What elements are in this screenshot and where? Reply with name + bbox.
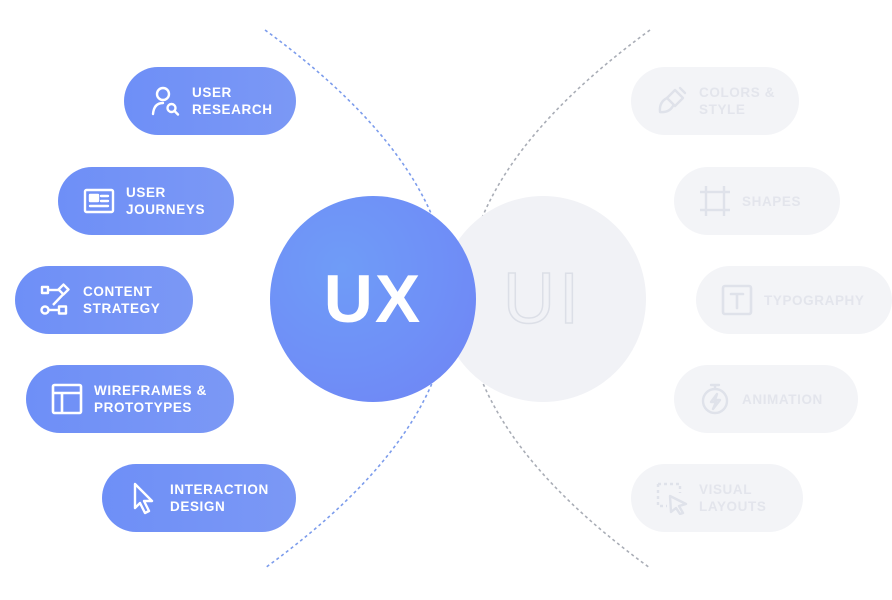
- ux-item-wireframes-prototypes: WIREFRAMES & PROTOTYPES: [26, 365, 234, 433]
- ux-circle: UX: [270, 196, 476, 402]
- ui-item-label: VISUAL LAYOUTS: [699, 482, 767, 514]
- ux-item-label: INTERACTION DESIGN: [170, 482, 269, 514]
- user-search-icon: [148, 84, 182, 118]
- ux-item-label: CONTENT STRATEGY: [83, 284, 161, 316]
- ux-item-interaction-design: INTERACTION DESIGN: [102, 464, 296, 532]
- ui-item-animation: ANIMATION: [674, 365, 858, 433]
- text-box-icon: [720, 283, 754, 317]
- ui-item-label: SHAPES: [742, 193, 802, 209]
- flow-strategy-icon: [39, 283, 73, 317]
- stopwatch-bolt-icon: [698, 382, 732, 416]
- journey-card-icon: [82, 184, 116, 218]
- ux-item-label: USER JOURNEYS: [126, 185, 206, 217]
- ui-item-colors-style: COLORS & STYLE: [631, 67, 799, 135]
- ui-item-typography: TYPOGRAPHY: [696, 266, 892, 334]
- shape-frame-icon: [698, 184, 732, 218]
- ui-circle-label: UI: [502, 258, 583, 340]
- ux-item-label: USER RESEARCH: [192, 85, 273, 117]
- ux-item-user-research: USER RESEARCH: [124, 67, 296, 135]
- ux-item-label: WIREFRAMES & PROTOTYPES: [94, 383, 207, 415]
- cursor-icon: [126, 481, 160, 515]
- ui-item-label: COLORS & STYLE: [699, 85, 776, 117]
- ux-item-content-strategy: CONTENT STRATEGY: [15, 266, 193, 334]
- wireframe-layout-icon: [50, 382, 84, 416]
- ui-item-visual-layouts: VISUAL LAYOUTS: [631, 464, 803, 532]
- ui-item-label: ANIMATION: [742, 391, 823, 407]
- layout-select-icon: [655, 481, 689, 515]
- ui-item-shapes: SHAPES: [674, 167, 840, 235]
- ux-item-user-journeys: USER JOURNEYS: [58, 167, 234, 235]
- paint-brush-icon: [655, 84, 689, 118]
- ux-circle-label: UX: [323, 261, 423, 337]
- ui-item-label: TYPOGRAPHY: [764, 292, 865, 308]
